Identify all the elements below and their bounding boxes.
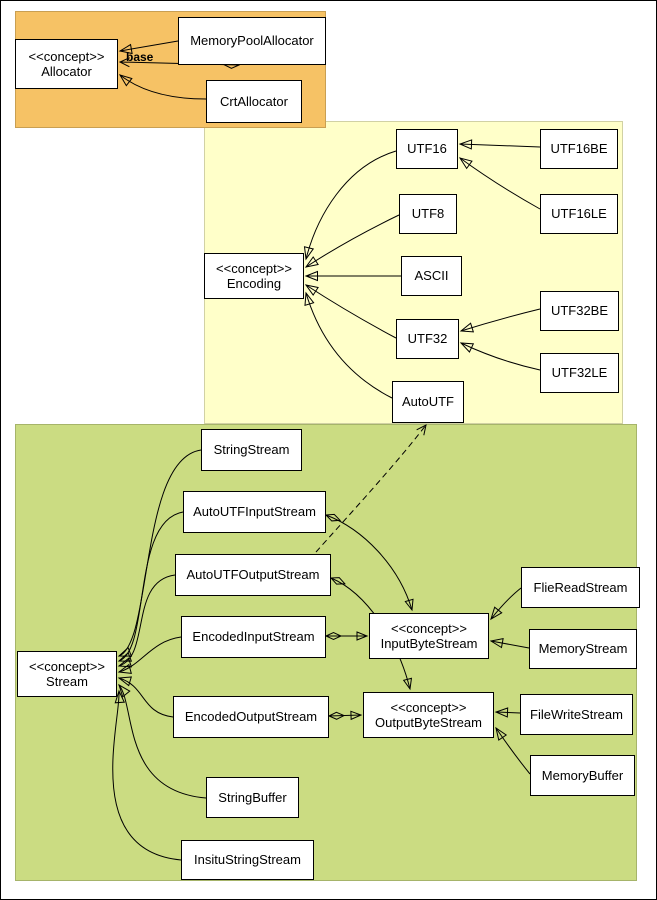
node-utf16be: UTF16BE: [540, 129, 618, 169]
node-auto-utf-output-stream: AutoUTFOutputStream: [175, 554, 331, 596]
node-allocator: <<concept>> Allocator: [15, 39, 118, 89]
node-file-read-stream: FlieReadStream: [521, 567, 640, 608]
node-stream: <<concept>> Stream: [17, 651, 117, 697]
node-auto-utf: AutoUTF: [392, 381, 464, 423]
node-encoded-output-stream: EncodedOutputStream: [173, 696, 329, 738]
node-output-byte-stream-stereotype: <<concept>>: [390, 699, 467, 715]
node-utf16le: UTF16LE: [540, 194, 618, 234]
node-encoding-name: Encoding: [226, 276, 282, 291]
node-stream-stereotype: <<concept>>: [29, 658, 105, 674]
node-encoding: <<concept>> Encoding: [204, 253, 304, 299]
node-ascii: ASCII: [401, 256, 462, 296]
node-string-stream: StringStream: [201, 429, 302, 471]
node-memory-stream: MemoryStream: [529, 629, 637, 669]
node-encoding-stereotype: <<concept>>: [216, 260, 292, 276]
node-memory-buffer: MemoryBuffer: [530, 755, 635, 796]
node-input-byte-stream-name: InputByteStream: [380, 636, 478, 651]
node-utf8: UTF8: [399, 194, 457, 234]
node-allocator-stereotype: <<concept>>: [28, 48, 105, 64]
node-output-byte-stream: <<concept>> OutputByteStream: [363, 692, 494, 738]
node-input-byte-stream: <<concept>> InputByteStream: [369, 613, 489, 659]
node-encoded-input-stream: EncodedInputStream: [181, 616, 326, 658]
node-utf16: UTF16: [396, 129, 458, 169]
node-memory-pool-allocator: MemoryPoolAllocator: [178, 17, 326, 65]
node-allocator-name: Allocator: [41, 64, 92, 79]
node-crt-allocator: CrtAllocator: [206, 80, 302, 123]
node-auto-utf-input-stream: AutoUTFInputStream: [183, 491, 326, 533]
node-insitu-string-stream: InsituStringStream: [181, 840, 314, 880]
node-utf32be: UTF32BE: [540, 291, 619, 331]
node-output-byte-stream-name: OutputByteStream: [375, 715, 482, 730]
node-stream-name: Stream: [46, 674, 88, 689]
node-utf32le: UTF32LE: [540, 353, 619, 393]
node-file-write-stream: FileWriteStream: [520, 694, 633, 735]
node-input-byte-stream-stereotype: <<concept>>: [391, 620, 467, 636]
node-string-buffer: StringBuffer: [206, 777, 299, 818]
edge-label-base: base: [126, 50, 154, 64]
node-utf32: UTF32: [396, 319, 459, 359]
